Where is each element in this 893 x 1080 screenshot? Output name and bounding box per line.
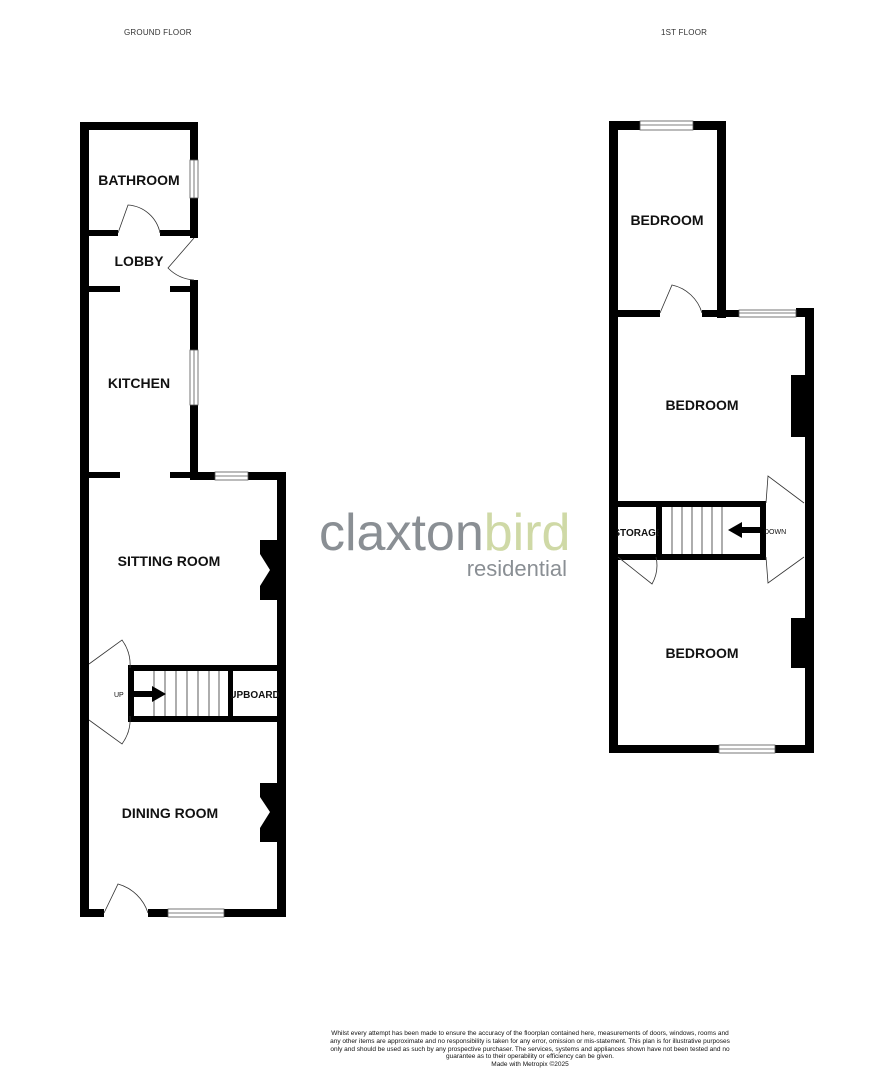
first-floor-plan [609, 121, 814, 753]
wall [609, 310, 660, 317]
wall [618, 501, 764, 507]
wall [618, 554, 764, 560]
first-floor-windows [639, 120, 797, 754]
wall [128, 665, 134, 722]
wall [609, 121, 618, 753]
stair-label-down: DOWN [764, 529, 786, 536]
wall [170, 286, 198, 292]
room-label-lobby: LOBBY [115, 253, 165, 269]
wall [248, 472, 286, 480]
disclaimer-credit: Made with Metropix ©2025 [491, 1061, 569, 1069]
door-swing [88, 715, 131, 745]
stair-arrow-icon [134, 686, 166, 702]
wall [148, 909, 168, 917]
wall [693, 121, 726, 130]
wall [190, 122, 198, 160]
wall [277, 472, 286, 917]
wall [190, 405, 198, 480]
wall [190, 198, 198, 238]
door-swing [117, 204, 161, 234]
wall [609, 121, 640, 130]
ground-floor-plan [80, 122, 286, 917]
first-stairs [671, 507, 760, 554]
room-label-storage: STORAGE [613, 528, 663, 539]
room-label-bedroom-bottom: BEDROOM [665, 645, 738, 661]
wall [228, 671, 233, 716]
wall [80, 286, 120, 292]
room-label-sitting-room: SITTING ROOM [118, 553, 221, 569]
ground-floor-title: GROUND FLOOR [124, 28, 192, 37]
wall [80, 472, 120, 478]
room-label-bedroom-middle: BEDROOM [665, 397, 738, 413]
wall [609, 745, 719, 753]
door-swing [765, 475, 805, 504]
wall [717, 121, 726, 318]
ground-floor-windows [167, 159, 249, 918]
door-swing [659, 284, 703, 314]
first-floor-title: 1ST FLOOR [661, 28, 708, 37]
first-floor-doors [617, 284, 805, 585]
chimney-breast [260, 783, 277, 842]
room-label-dining-room: DINING ROOM [122, 805, 218, 821]
room-label-cupboard: CUPBOARD [222, 690, 280, 701]
wall [80, 122, 89, 917]
chimney-breast [791, 618, 805, 668]
stair-arrow-icon [728, 522, 760, 538]
room-label-kitchen: KITCHEN [108, 375, 170, 391]
company-logo: claxtonbird residential [319, 504, 570, 581]
wall [224, 909, 286, 917]
wall [190, 280, 198, 350]
wall [80, 230, 118, 236]
wall [775, 745, 814, 753]
wall [656, 501, 662, 560]
disclaimer-text: Whilst every attempt has been made to en… [330, 1030, 730, 1061]
wall [130, 665, 286, 671]
logo-tagline: residential [467, 556, 567, 581]
door-swing [617, 556, 658, 585]
wall [702, 310, 739, 317]
wall [190, 472, 215, 480]
chimney-breast [260, 540, 277, 600]
door-swing [103, 883, 149, 914]
wall [80, 122, 198, 130]
door-swing [765, 556, 805, 584]
disclaimer: Whilst every attempt has been made to en… [330, 1030, 730, 1069]
door-swing [167, 237, 195, 281]
wall [130, 716, 286, 722]
door-swing [88, 639, 131, 669]
wall [760, 501, 766, 560]
chimney-breast [791, 375, 805, 437]
window [639, 120, 694, 131]
wall [80, 909, 104, 917]
room-label-bathroom: BATHROOM [98, 172, 179, 188]
logo-wordmark: claxtonbird [319, 504, 570, 562]
ground-stairs [134, 671, 220, 716]
wall [170, 472, 198, 478]
wall [160, 230, 198, 236]
ground-floor-doors [88, 204, 195, 914]
wall [805, 308, 814, 753]
stair-label-up: UP [114, 692, 124, 699]
room-label-bedroom-top: BEDROOM [630, 212, 703, 228]
window [738, 309, 797, 318]
